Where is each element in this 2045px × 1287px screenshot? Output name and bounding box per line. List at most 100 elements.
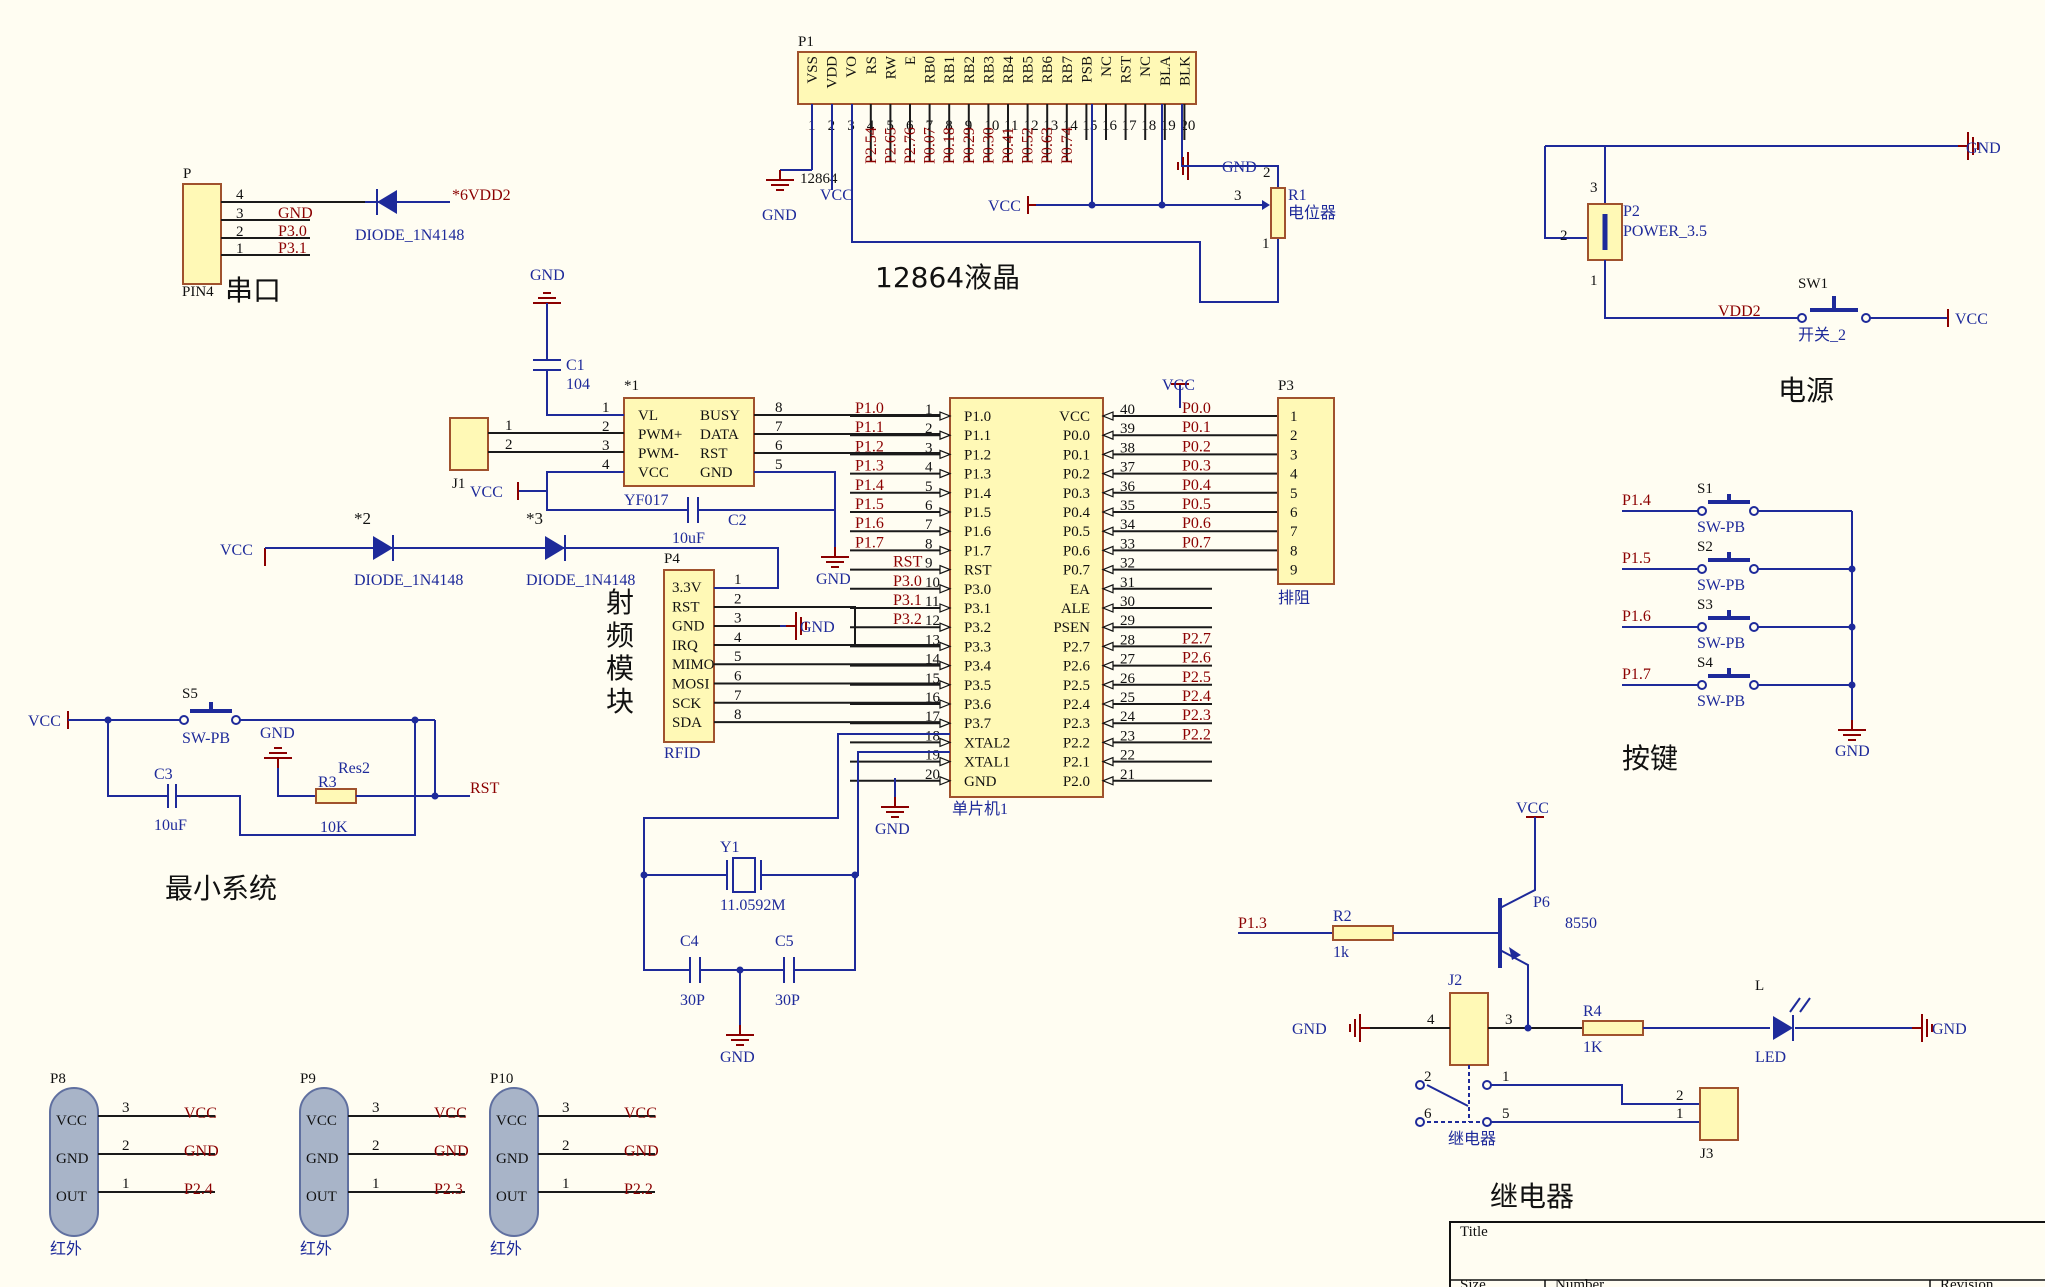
lcd-pin-name-16: NC (1099, 56, 1115, 77)
button-contact-a-2 (1697, 564, 1707, 574)
buttons-gnd-icon (1837, 719, 1867, 741)
button-ref-1: S1 (1697, 481, 1713, 497)
voice-left-num-3: 3 (602, 438, 610, 454)
mcu-right-io-7 (1101, 526, 1114, 537)
mcu-right-pin-15: P2.5 (1063, 678, 1090, 694)
mcu-left-io-19 (939, 756, 952, 767)
voice-c1-ref: C1 (566, 357, 585, 374)
mcu-left-pin-7: P1.6 (964, 524, 992, 540)
mcu-right-num-3: 38 (1120, 440, 1135, 456)
mcu-right-num-14: 27 (1120, 652, 1136, 668)
mcu-right-pin-8: P0.6 (1063, 543, 1091, 559)
rfid-ref: P4 (664, 551, 680, 567)
diode-3-icon (544, 534, 566, 562)
crystal-block: Y1 11.0592M GND C4 C5 30P 30P (640, 733, 950, 1066)
ir-name-2: 红外 (300, 1240, 332, 1258)
button-part-2: SW-PB (1697, 577, 1745, 594)
mcu-left-io-8 (939, 545, 952, 556)
pullup-connector (1277, 397, 1335, 585)
lcd-net-13: P0.63 (1039, 127, 1056, 164)
rf-title-1: 射 (606, 586, 634, 619)
mcu-right-num-7: 34 (1120, 517, 1136, 533)
pullup-ref: P3 (1278, 378, 1294, 394)
ir-3-num-3: 1 (562, 1176, 570, 1192)
mcu-left-num-9: 9 (925, 556, 933, 572)
voice-right-pin-1: BUSY (700, 408, 740, 424)
mcu-right-io-13 (1101, 641, 1114, 652)
voice-gnd-icon (820, 546, 850, 568)
relay-r4-value: 1K (1583, 1039, 1603, 1056)
serial-net-p30: P3.0 (278, 223, 307, 240)
mcu-right-net-5: P0.4 (1182, 477, 1211, 494)
lcd-block: P1 VSS1VDD2VO3RS4P2.54RW5P2.65E6P2.76RB0… (762, 34, 1336, 303)
mcu-right-io-4 (1101, 468, 1114, 479)
relay-name: 继电器 (1448, 1130, 1496, 1148)
mcu-left-io-5 (939, 487, 952, 498)
mcu-right-pin-5: P0.3 (1063, 486, 1090, 502)
size-label: Size (1460, 1277, 1486, 1287)
relay-j3-ref: J3 (1700, 1146, 1713, 1162)
lcd-blk-gnd-label: GND (1222, 159, 1257, 176)
mcu-right-num-1: 40 (1120, 402, 1135, 418)
relay-j2-ref: J2 (1448, 972, 1462, 989)
mcu-right-io-3 (1101, 449, 1114, 460)
ir-2-pin-out: OUT (306, 1189, 337, 1205)
power-pin-2: 2 (1560, 228, 1568, 244)
lcd-pin-name-8: RB1 (942, 56, 958, 84)
ir-2-pin-vcc: VCC (306, 1113, 337, 1129)
button-part-1: SW-PB (1697, 519, 1745, 536)
rf-title-2: 频 (606, 619, 634, 652)
button-ref-4: S4 (1697, 655, 1713, 671)
serial-pin-4: 4 (236, 187, 244, 203)
rfid-rst-wire (714, 606, 940, 646)
button-part-3: SW-PB (1697, 635, 1745, 652)
mcu-right-pin-1: VCC (1059, 409, 1090, 425)
mcu-right-io-8 (1101, 545, 1114, 556)
crystal-value: 11.0592M (720, 897, 786, 914)
rfid-num-3: 3 (734, 611, 742, 627)
minsys-title: 最小系统 (165, 872, 277, 905)
ir-3-vcc: VCC (624, 1105, 657, 1122)
mcu-left-pin-4: P1.3 (964, 467, 991, 483)
diode-3-ref: *3 (526, 509, 543, 528)
button-net-1: P1.4 (1622, 492, 1651, 509)
lcd-pin-name-12: RB5 (1021, 56, 1037, 84)
mcu-left-net-3: P1.2 (855, 438, 884, 455)
serial-ref: P (183, 166, 191, 182)
mcu-block: P1.01P1.0P1.12P1.1P1.23P1.2P1.34P1.3P1.4… (850, 377, 1278, 838)
ir-1-num-1: 3 (122, 1100, 130, 1116)
mcu-right-net-2: P0.1 (1182, 419, 1211, 436)
mcu-left-io-12 (939, 622, 952, 633)
relay-j3 (1699, 1087, 1739, 1141)
minsys-rst: RST (470, 780, 500, 797)
lcd-vcc-label: VCC (820, 187, 853, 204)
mcu-right-io-9 (1101, 564, 1114, 575)
mcu-left-num-6: 6 (925, 498, 933, 514)
mcu-left-num-12: 12 (925, 613, 940, 629)
relay-r4-ref: R4 (1583, 1003, 1602, 1020)
button-ref-3: S3 (1697, 597, 1713, 613)
diode-vcc: VCC (220, 542, 253, 559)
mcu-left-pin-13: P3.3 (964, 639, 991, 655)
ir-1-vcc: VCC (184, 1105, 217, 1122)
mcu-right-num-19: 22 (1120, 748, 1135, 764)
lcd-pin-name-11: RB4 (1001, 56, 1017, 84)
voice-j1-pin-1: 1 (505, 418, 513, 434)
mcu-right-num-15: 26 (1120, 671, 1136, 687)
minsys-r3-name: Res2 (338, 760, 370, 777)
mcu-right-io-18 (1101, 737, 1114, 748)
crystal-c4-value: 30P (680, 992, 705, 1009)
title-label: Title (1460, 1224, 1488, 1240)
lcd-pot (1270, 187, 1286, 239)
rfid-pin-3: GND (672, 619, 705, 635)
mcu-right-num-17: 24 (1120, 709, 1136, 725)
mcu-left-pin-18: XTAL2 (964, 735, 1010, 751)
minsys-c3-value: 10uF (154, 817, 187, 834)
ir-1-num-3: 1 (122, 1176, 130, 1192)
mcu-left-pin-6: P1.5 (964, 505, 991, 521)
mcu-left-pin-11: P3.1 (964, 601, 991, 617)
power-gnd-label: GND (1966, 140, 2001, 157)
